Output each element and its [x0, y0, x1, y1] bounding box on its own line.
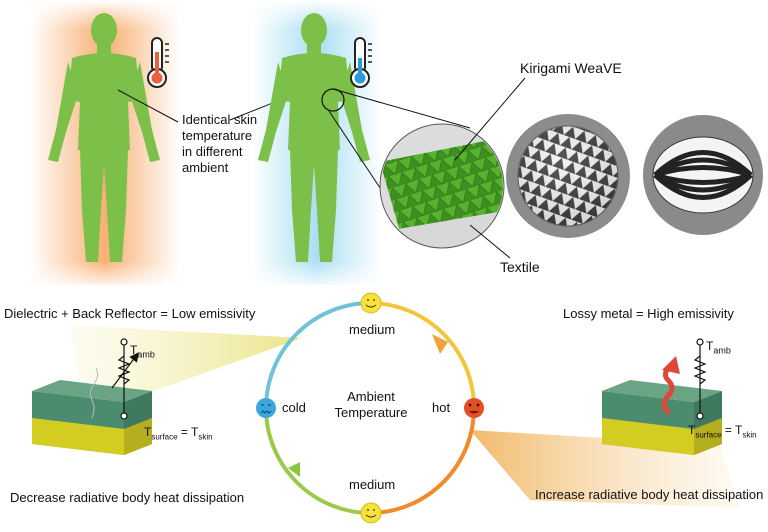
t-surface-right-sub: surface: [695, 430, 722, 440]
identical-skin-line-3: in different: [182, 144, 243, 159]
t-skin-right-main: T: [735, 423, 743, 437]
low-emissivity-title: Dielectric + Back Reflector = Low emissi…: [4, 306, 256, 321]
kirigami-sphere-photo: [506, 114, 630, 238]
thermometer-hot-icon: [147, 37, 169, 88]
ambient-line-2: Temperature: [334, 405, 408, 420]
cycle-cold: cold: [282, 400, 306, 415]
ambient-line-1: Ambient: [347, 389, 395, 404]
strong-wave-icon: [661, 363, 675, 415]
t-surface-left: Tsurface = Tskin: [144, 425, 213, 441]
t-amb-right-main: T: [706, 339, 714, 353]
identical-skin-label: Identical skin temperature in different …: [182, 112, 257, 176]
leader-line-left: [117, 89, 179, 123]
t-surface-right-main: T: [688, 423, 696, 437]
t-amb-left: Tamb: [130, 343, 155, 359]
cycle-arrow-top-right: [432, 334, 448, 354]
weak-wave-icon: [89, 367, 99, 419]
cycle-medium-bottom: medium: [349, 477, 396, 492]
t-skin-right-sub: skin: [742, 430, 757, 440]
cool-ambient-panel: [252, 0, 471, 285]
high-emissivity-slab: [602, 338, 722, 455]
cycle-arrow-bottom-left: [288, 462, 300, 477]
textile-leader: [469, 224, 511, 259]
wave-arrowhead: [662, 356, 680, 374]
t-amb-right-sub: amb: [713, 345, 731, 356]
thermometer-cold-icon: [350, 37, 372, 88]
t-skin-left-main: T: [191, 425, 199, 439]
kirigami-leader: [454, 77, 526, 161]
light-beam-left: [70, 325, 302, 396]
identical-skin-line-1: Identical skin: [182, 112, 258, 127]
kirigami-macro-photo: [379, 123, 505, 249]
cycle-hot: hot: [432, 400, 451, 415]
kirigami-lantern-photo: [643, 115, 763, 235]
temperature-cycle: [256, 292, 484, 524]
t-surface-left-main: T: [144, 425, 152, 439]
smiley-medium-top-icon: [360, 292, 382, 314]
textile-label: Textile: [500, 259, 540, 275]
t-amb-left-main: T: [130, 343, 138, 357]
t-surface-left-sub: surface: [151, 432, 178, 442]
ambient-temperature-label: Ambient Temperature: [333, 389, 409, 421]
body-figure-left: [48, 13, 160, 262]
increase-caption: Increase radiative body heat dissipation: [535, 487, 764, 502]
t-surface-left-eq: =: [177, 425, 192, 439]
smiley-cold-icon: [256, 398, 276, 418]
low-emissivity-slab: [32, 338, 152, 455]
t-amb-right: Tamb: [706, 339, 731, 355]
t-skin-left-sub: skin: [198, 432, 213, 442]
smiley-medium-bottom-icon: [360, 502, 382, 524]
warm-ambient-panel: [30, 0, 180, 285]
kirigami-label: Kirigami WeaVE: [520, 60, 622, 76]
variable-resistor-left-icon: [117, 355, 131, 385]
identical-skin-line-2: temperature: [182, 128, 253, 143]
smiley-hot-icon: [464, 398, 484, 418]
t-amb-left-sub: amb: [137, 349, 155, 360]
t-surface-right-eq: =: [721, 423, 736, 437]
body-figure-right: [258, 13, 370, 262]
zoom-line-top: [332, 88, 471, 129]
identical-skin-line-4: ambient: [182, 160, 229, 175]
cycle-medium-top: medium: [349, 322, 396, 337]
resistor-right-icon: [693, 355, 707, 385]
decrease-caption: Decrease radiative body heat dissipation: [10, 490, 245, 505]
high-emissivity-title: Lossy metal = High emissivity: [563, 306, 734, 321]
t-surface-right: Tsurface = Tskin: [688, 423, 757, 439]
